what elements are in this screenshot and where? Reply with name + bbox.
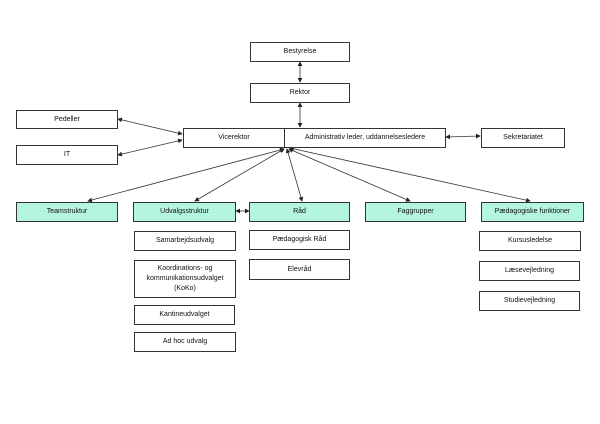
node-kantineudvalget: Kantineudvalget — [134, 305, 235, 325]
node-studievejledning: Studievejledning — [479, 291, 580, 311]
node-paedagogiske-funktioner: Pædagogiske funktioner — [481, 202, 584, 222]
node-rektor: Rektor — [250, 83, 350, 103]
node-elevraad: Elevråd — [249, 259, 350, 280]
arrow-it — [117, 138, 183, 157]
arrow-paedagogiske — [289, 146, 531, 203]
node-laesevejledning: Læsevejledning — [479, 261, 580, 281]
node-udvalgsstruktur: Udvalgsstruktur — [133, 202, 236, 222]
node-raad: Råd — [249, 202, 350, 222]
arrow-udvalgsstruktur — [194, 148, 285, 202]
node-bestyrelse: Bestyrelse — [250, 42, 350, 62]
node-koko: Koordinations- og kommunikationsudvalget… — [134, 260, 236, 298]
arrow-raad — [285, 148, 304, 202]
node-kursusledelse: Kursusledelse — [479, 231, 581, 251]
node-pedeller: Pedeller — [16, 110, 118, 129]
node-samarbejdsudvalg: Samarbejdsudvalg — [134, 231, 236, 251]
node-ad-hoc-udvalg: Ad hoc udvalg — [134, 332, 236, 352]
node-teamstruktur: Teamstruktur — [16, 202, 118, 222]
node-paedagogisk-raad: Pædagogisk Råd — [249, 230, 350, 250]
node-faggrupper: Faggrupper — [365, 202, 466, 222]
node-vicerektor: Vicerektor — [183, 128, 285, 148]
arrow-sekretariatet — [445, 133, 481, 140]
node-sekretariatet: Sekretariatet — [481, 128, 565, 148]
arrow-pedeller — [117, 117, 183, 136]
arrow-faggrupper — [288, 148, 411, 202]
node-administrativ-leder: Administrativ leder, uddannelsesledere — [284, 128, 446, 148]
node-it: IT — [16, 145, 118, 165]
